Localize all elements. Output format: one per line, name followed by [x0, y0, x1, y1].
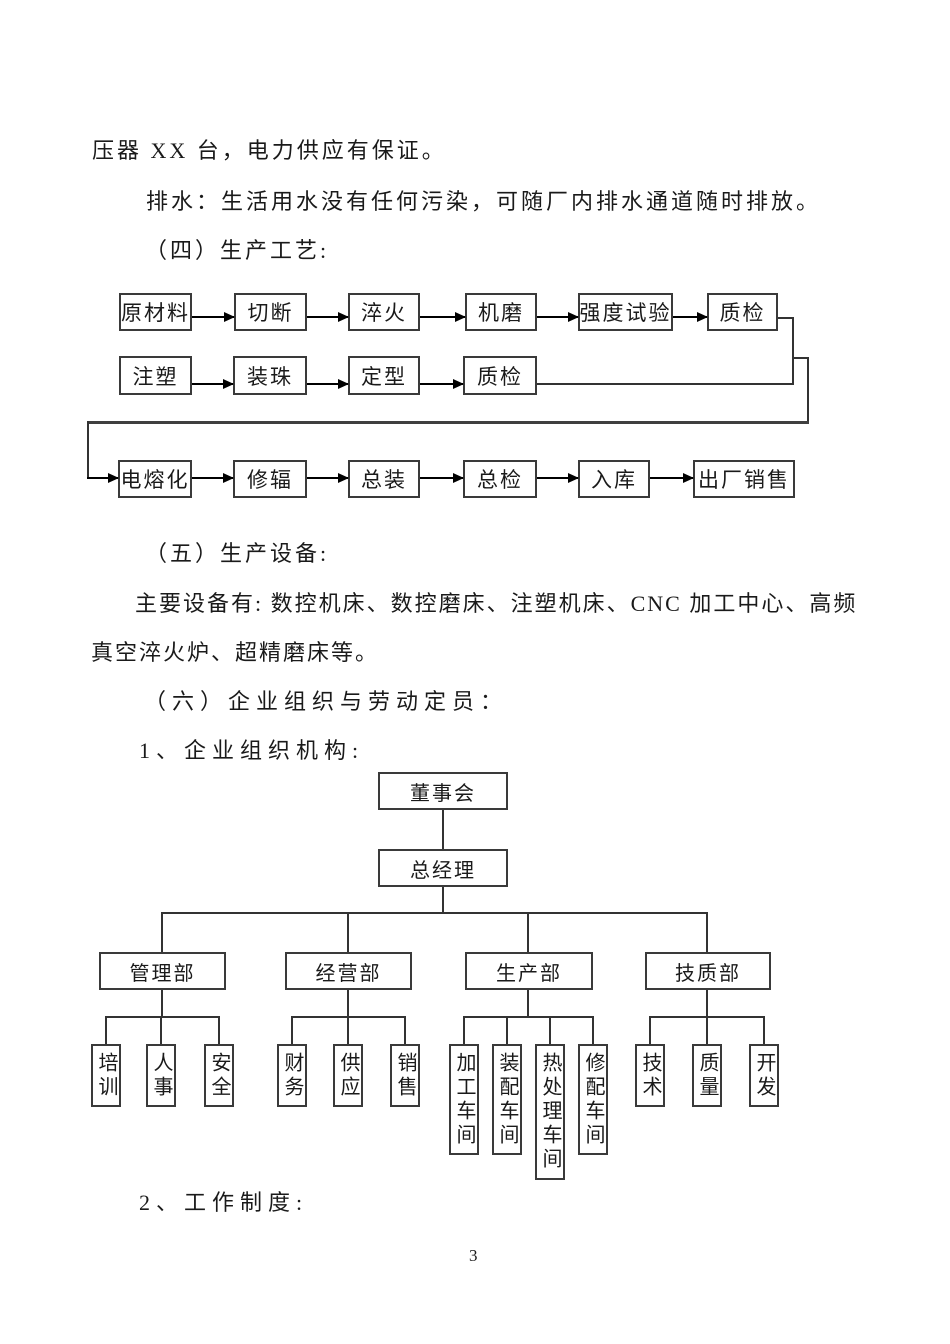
flow-arrow	[537, 477, 578, 479]
org-box-dept: 经营部	[285, 952, 412, 990]
connector-line	[807, 357, 809, 424]
connector-line	[527, 990, 529, 1018]
section-heading-4: （四）生产工艺:	[145, 238, 330, 263]
connector-line	[161, 912, 163, 952]
org-box-unit: 销售	[390, 1044, 420, 1107]
flow-box: 切断	[234, 293, 307, 331]
flow-box: 质检	[707, 293, 778, 331]
flow-box: 淬火	[348, 293, 420, 331]
flow-arrow	[307, 316, 348, 318]
flow-box: 装珠	[233, 356, 307, 395]
flow-arrow	[537, 316, 578, 318]
flow-box: 质检	[463, 356, 537, 395]
org-box-unit: 装配车间	[492, 1044, 522, 1155]
org-box-dept: 技质部	[645, 952, 771, 990]
connector-line	[527, 912, 529, 952]
connector-line	[763, 1016, 765, 1044]
connector-line	[592, 1016, 594, 1044]
connector-line	[792, 317, 794, 385]
flow-box: 电熔化	[118, 460, 192, 498]
flow-box: 强度试验	[578, 293, 673, 331]
org-box-unit: 安全	[204, 1044, 234, 1107]
connector-line	[291, 1016, 293, 1044]
connector-line	[506, 1016, 508, 1044]
org-box-unit: 供应	[333, 1044, 363, 1107]
org-box-gm: 总经理	[378, 849, 508, 887]
body-text-equipment2: 真空淬火炉、超精磨床等。	[91, 640, 380, 665]
body-text-equipment1: 主要设备有: 数控机床、数控磨床、注塑机床、CNC 加工中心、高频	[135, 591, 858, 616]
flow-box: 总装	[348, 460, 420, 498]
flow-arrow	[420, 477, 463, 479]
connector-line	[347, 912, 349, 952]
org-box-unit: 财务	[277, 1044, 307, 1107]
body-text-line1: 压器 XX 台，电力供应有保证。	[92, 138, 447, 163]
connector-line	[778, 317, 794, 319]
connector-line	[105, 1016, 107, 1044]
flow-arrow	[420, 383, 463, 385]
page-number: 3	[469, 1246, 478, 1265]
subsection-1: 1、企业组织机构:	[139, 738, 365, 763]
connector-line	[347, 1016, 349, 1044]
org-box-unit: 人事	[146, 1044, 176, 1107]
flow-box: 定型	[348, 356, 420, 395]
connector-line	[792, 357, 809, 359]
body-text-line2: 排水：生活用水没有任何污染，可随厂内排水通道随时排放。	[146, 189, 822, 214]
flow-arrow	[192, 316, 234, 318]
flow-arrow	[192, 383, 233, 385]
connector-line	[706, 1016, 708, 1044]
connector-line	[442, 810, 444, 849]
org-box-unit: 修配车间	[578, 1044, 608, 1155]
org-box-unit: 质量	[692, 1044, 722, 1107]
section-heading-6: （六）企业组织与劳动定员：	[144, 689, 509, 714]
flow-arrow	[420, 316, 465, 318]
subsection-2: 2、工作制度:	[139, 1190, 309, 1215]
connector-line	[88, 421, 809, 424]
section-heading-5: （五）生产设备:	[145, 541, 330, 566]
connector-line	[649, 1016, 651, 1044]
flow-box: 注塑	[119, 356, 192, 395]
org-box-unit: 培训	[91, 1044, 121, 1107]
connector-line	[218, 1016, 220, 1044]
flow-arrow	[650, 477, 693, 479]
flow-arrow	[192, 477, 233, 479]
connector-line	[404, 1016, 406, 1044]
flow-arrow	[673, 316, 707, 318]
flow-box: 修辐	[233, 460, 307, 498]
org-box-dept: 管理部	[99, 952, 226, 990]
connector-line	[161, 912, 708, 914]
connector-line	[537, 383, 794, 385]
connector-line	[87, 421, 89, 478]
connector-line	[161, 990, 163, 1018]
flow-arrow	[307, 383, 348, 385]
connector-line	[442, 887, 444, 914]
org-box-unit: 开发	[749, 1044, 779, 1107]
connector-line	[347, 990, 349, 1018]
flow-box: 入库	[578, 460, 650, 498]
flow-box: 总检	[463, 460, 537, 498]
org-box-dept: 生产部	[465, 952, 593, 990]
connector-line	[105, 1016, 220, 1018]
org-box-unit: 加工车间	[449, 1044, 479, 1155]
flow-arrow	[87, 477, 118, 479]
connector-line	[160, 1016, 162, 1044]
org-box-unit: 热处理车间	[535, 1044, 565, 1180]
org-box-unit: 技术	[635, 1044, 665, 1107]
connector-line	[463, 1016, 594, 1018]
org-box-root: 董事会	[378, 772, 508, 810]
connector-line	[706, 912, 708, 952]
connector-line	[706, 990, 708, 1018]
flow-box: 原材料	[119, 293, 192, 331]
flow-arrow	[307, 477, 348, 479]
connector-line	[549, 1016, 551, 1044]
connector-line	[463, 1016, 465, 1044]
flow-box: 出厂销售	[693, 460, 795, 498]
flow-box: 机磨	[465, 293, 537, 331]
